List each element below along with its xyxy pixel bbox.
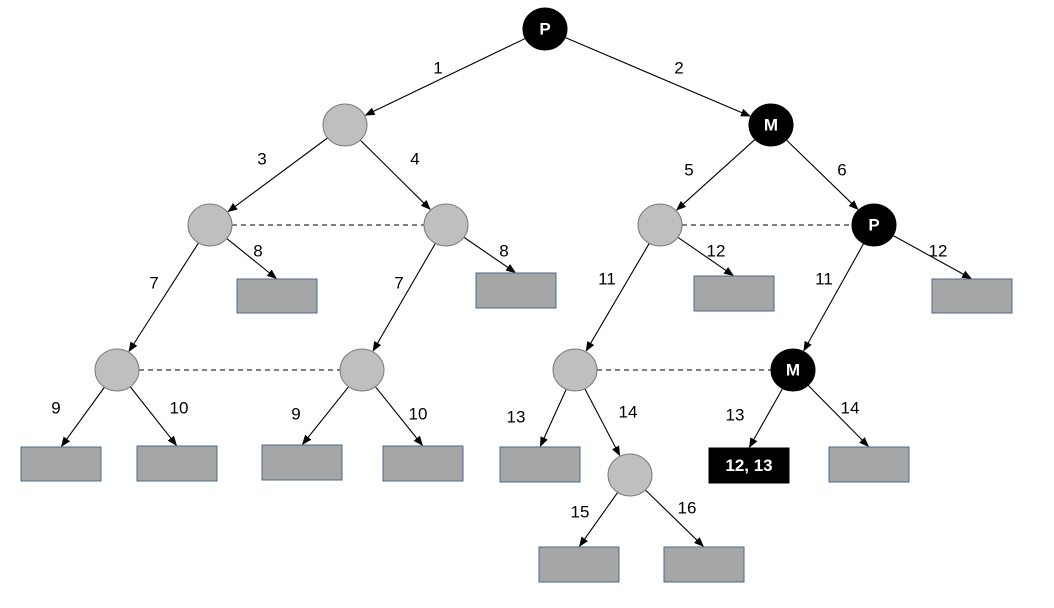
node-label: M <box>764 115 778 134</box>
edge-j-L12 <box>749 388 784 449</box>
edge-b-f <box>786 139 859 211</box>
edge-root-b <box>564 37 751 117</box>
leaf-box <box>663 546 745 583</box>
edge-label: 8 <box>499 241 508 260</box>
tree-nodes: P M P M <box>94 7 897 497</box>
leaf-box <box>693 275 775 312</box>
edge-label: 9 <box>51 398 60 417</box>
edge-a-d <box>359 139 431 210</box>
leaf-box <box>261 444 343 481</box>
edge-label: 10 <box>170 398 189 417</box>
decision-node <box>770 348 816 392</box>
edge-label: 7 <box>394 273 403 292</box>
edge-root-a <box>364 37 526 116</box>
edge-a-c <box>227 137 328 213</box>
edge-label: 3 <box>257 149 266 168</box>
edge-g-L6 <box>129 386 178 447</box>
edge-label: 14 <box>619 402 638 421</box>
edge-k-L15 <box>645 489 704 548</box>
decision-node <box>851 203 897 247</box>
chance-node <box>637 203 683 247</box>
edge-label: 13 <box>507 407 526 426</box>
leaf-label: 12, 13 <box>725 456 772 475</box>
leaf-box <box>382 445 464 482</box>
edge-f-j <box>803 243 865 352</box>
chance-node <box>552 348 598 392</box>
edge-label: 7 <box>149 273 158 292</box>
edge-label: 11 <box>815 269 833 288</box>
decision-node <box>522 7 568 51</box>
leaf-box <box>538 546 620 583</box>
edge-label: 16 <box>678 498 697 517</box>
edge-i-L9 <box>539 389 567 447</box>
edge-f-L4 <box>892 235 972 279</box>
node-label: P <box>539 19 550 38</box>
leaf-box <box>828 446 910 483</box>
edge-e-i <box>585 243 650 352</box>
edge-label: 11 <box>598 269 616 288</box>
edge-label: 9 <box>291 404 300 423</box>
edge-label: 5 <box>684 160 693 179</box>
edge-label: 6 <box>837 160 846 179</box>
edge-label: 12 <box>707 241 726 260</box>
leaf-box <box>499 446 581 483</box>
leaf-box <box>136 445 218 482</box>
node-label: M <box>786 360 800 379</box>
chance-node <box>339 348 385 392</box>
edge-k-L14 <box>578 492 619 547</box>
leaf-box <box>20 446 102 482</box>
node-label: P <box>868 215 879 234</box>
chance-node <box>187 203 233 247</box>
chance-node <box>94 348 140 392</box>
edge-i-k <box>584 388 621 457</box>
edge-label: 1 <box>433 58 442 77</box>
leaf-box <box>236 278 318 314</box>
edge-j-L13 <box>807 384 870 448</box>
edge-label: 12 <box>929 241 948 260</box>
edge-d-h <box>372 243 436 352</box>
edge-b-e <box>675 139 756 211</box>
leaf-box <box>931 278 1013 314</box>
edge-label: 4 <box>410 149 419 168</box>
edge-e-L3 <box>677 236 735 276</box>
edge-d-L2 <box>463 236 517 274</box>
decision-node <box>748 103 794 147</box>
tree-edges <box>61 37 972 548</box>
edge-c-g <box>128 242 199 353</box>
edge-label: 2 <box>674 58 683 77</box>
leaf-nodes: 12, 13 <box>20 272 1013 583</box>
chance-node <box>607 453 653 497</box>
edge-c-L1 <box>226 238 278 279</box>
edge-label: 8 <box>253 241 262 260</box>
edge-h-L8 <box>374 386 423 446</box>
edge-label: 14 <box>841 398 860 417</box>
leaf-box <box>475 272 557 309</box>
chance-node <box>322 103 368 147</box>
edge-label: 13 <box>726 405 745 424</box>
edge-label: 15 <box>571 502 590 521</box>
highlighted-leaf-box <box>708 447 790 484</box>
edge-g-L5 <box>61 386 105 447</box>
edge-h-L7 <box>301 386 350 445</box>
edge-label: 10 <box>409 404 428 423</box>
chance-node <box>423 203 469 247</box>
information-set-links <box>139 224 852 371</box>
